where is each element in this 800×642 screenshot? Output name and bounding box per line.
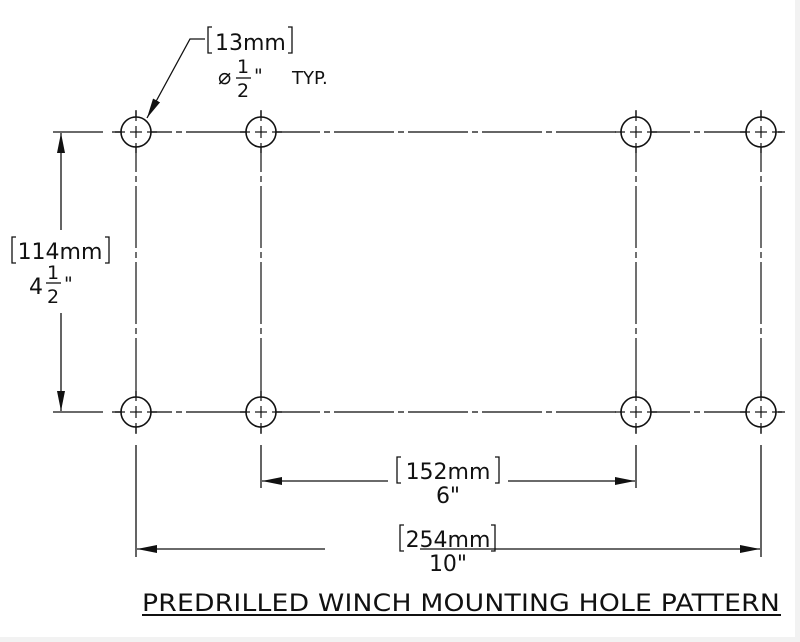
- mounting-hole: [240, 391, 282, 433]
- outer-dim-imperial: 10": [429, 552, 467, 577]
- vertical-dim-fraction-numerator: 1: [47, 262, 59, 284]
- mounting-holes: [115, 111, 782, 433]
- mounting-hole: [740, 111, 782, 153]
- vertical-dim-fraction-denominator: 2: [47, 286, 59, 308]
- mounting-hole: [115, 391, 157, 433]
- callout-bracket-left: [207, 26, 212, 54]
- callout-bracket-right: [288, 26, 293, 54]
- outer-dim-brackets: [399, 524, 496, 552]
- callout-metric-size: 13mm: [215, 31, 286, 56]
- vertical-dim-inch-mark: ": [64, 273, 73, 295]
- mounting-hole: [115, 111, 157, 153]
- inner-dim-bracket-right: [495, 456, 500, 484]
- outer-dim-bracket-left: [399, 524, 404, 552]
- vertical-dim-bracket-right: [105, 236, 110, 264]
- vertical-dimension: [11, 131, 110, 413]
- mounting-hole: [740, 391, 782, 433]
- image-border-right: [795, 0, 800, 642]
- mounting-hole: [615, 391, 657, 433]
- outer-dim-metric: 254mm: [406, 528, 491, 553]
- callout-typical-note: TYP.: [291, 68, 328, 89]
- inner-horizontal-dimension: [260, 445, 637, 488]
- mounting-hole: [615, 111, 657, 153]
- mounting-hole: [240, 111, 282, 153]
- callout-leader-line: [146, 38, 205, 119]
- vertical-dim-bracket-left: [11, 236, 16, 264]
- centerlines: [112, 110, 785, 434]
- inner-dim-bracket-left: [396, 456, 401, 484]
- vertical-dim-whole: 4: [29, 275, 43, 300]
- callout-diameter-symbol: ⌀: [218, 65, 231, 90]
- hole-callout: [146, 26, 293, 119]
- inner-dim-imperial: 6": [436, 484, 460, 509]
- image-border-bottom: [0, 637, 800, 642]
- outer-dim-bracket-right: [491, 524, 496, 552]
- callout-fraction-denominator: 2: [237, 80, 249, 102]
- callout-inch-mark: ": [254, 65, 263, 87]
- inner-dim-metric: 152mm: [406, 460, 491, 485]
- outer-horizontal-dimension: [135, 445, 762, 557]
- drawing-title: PREDRILLED WINCH MOUNTING HOLE PATTERN: [142, 589, 780, 617]
- vertical-dim-metric: 114mm: [18, 240, 103, 265]
- callout-fraction-numerator: 1: [237, 56, 249, 78]
